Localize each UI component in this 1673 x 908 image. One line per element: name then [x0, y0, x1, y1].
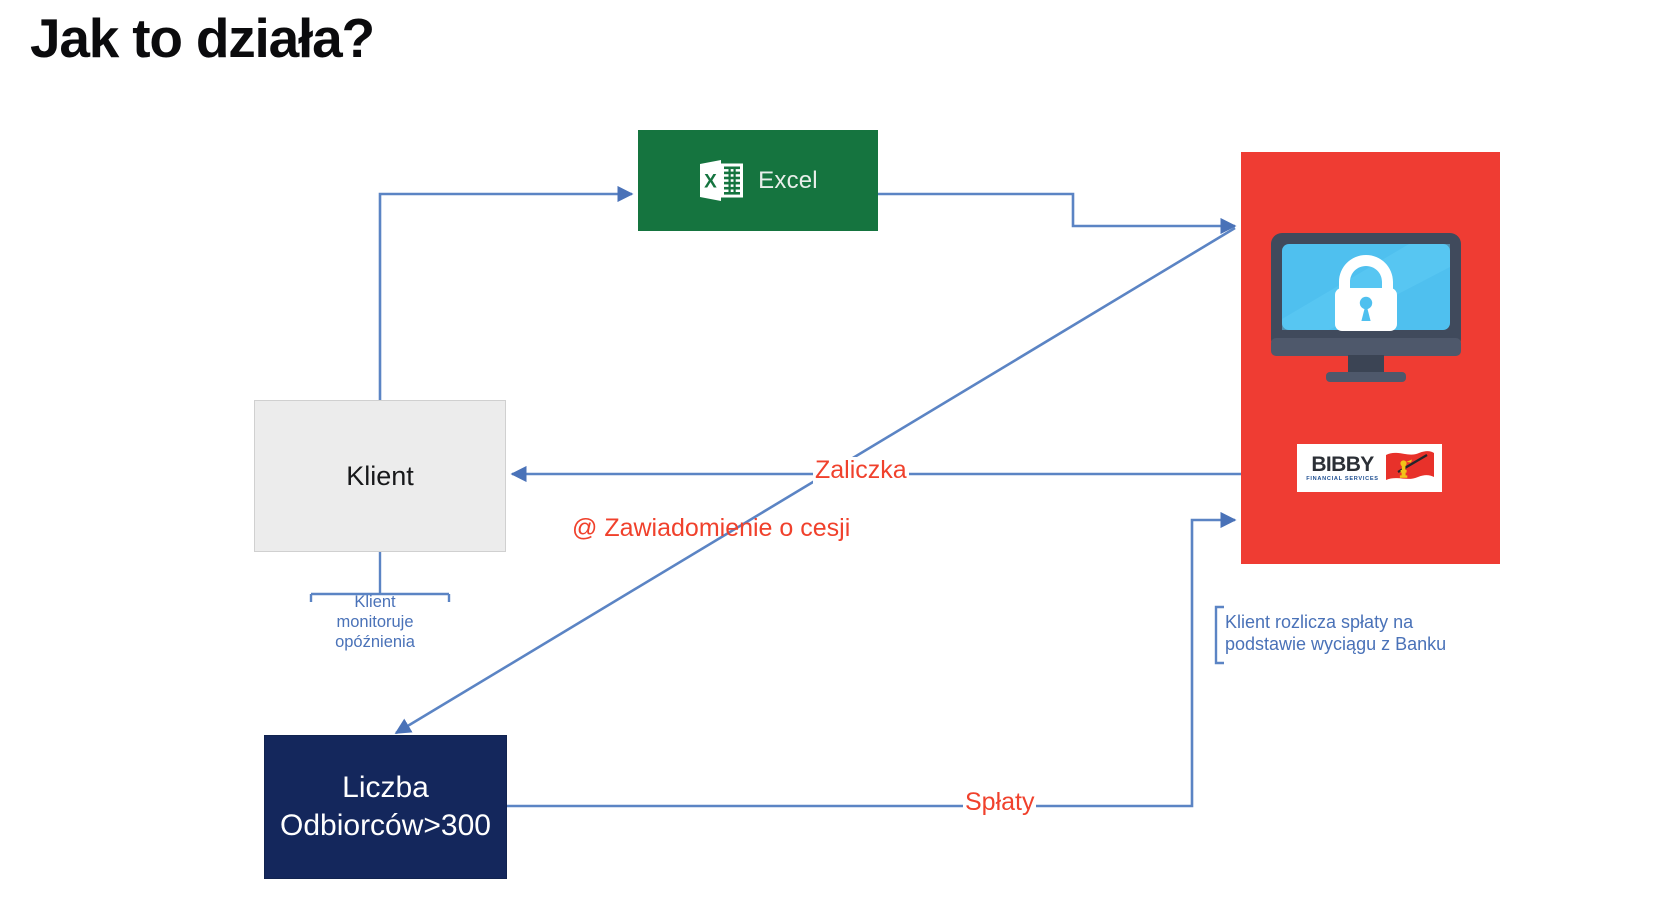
note-bank-line1: Klient rozlicza spłaty na [1225, 612, 1414, 632]
note-klient-line3: opóźnienia [335, 633, 415, 652]
note-bank-settlement: Klient rozlicza spłaty na podstawie wyci… [1225, 612, 1495, 656]
node-excel[interactable]: X Excel [638, 130, 878, 231]
bibby-tagline: FINANCIAL SERVICES [1306, 475, 1379, 482]
excel-label: Excel [758, 166, 818, 194]
liczba-label: Liczba Odbiorców>300 [280, 769, 491, 846]
liczba-label-line1: Liczba [342, 770, 429, 804]
excel-inner: X Excel [698, 157, 818, 204]
node-bank-bibby[interactable]: BIBBY FINANCIAL SERVICES [1241, 152, 1500, 564]
liczba-label-line2: Odbiorców>300 [280, 809, 491, 842]
connector-klient-to-excel [378, 185, 634, 400]
page-title: Jak to działa? [30, 7, 375, 69]
bibby-text-wrap: BIBBY FINANCIAL SERVICES [1302, 454, 1383, 483]
connector-excel-to-bank [878, 192, 1237, 235]
node-klient[interactable]: Klient [254, 400, 506, 552]
note-klient-monitoring: Klient monitoruje opóźnienia [310, 592, 440, 652]
bibby-flag-icon [1383, 448, 1437, 488]
note-bank-line2: podstawie wyciągu z Banku [1225, 633, 1447, 654]
note-klient-line1: Klient [354, 593, 396, 611]
flow-label-zawiadomienie-o-cesji: @ Zawiadomienie o cesji [572, 514, 851, 542]
flow-label-splaty: Spłaty [963, 788, 1037, 817]
note-klient-line2: monitoruje [336, 613, 414, 632]
bracket-bank-note [1214, 605, 1224, 665]
klient-label: Klient [346, 460, 414, 491]
svg-text:X: X [704, 172, 717, 193]
excel-logo-icon: X [698, 157, 745, 204]
bibby-wordmark: BIBBY [1311, 452, 1374, 476]
connector-liczba-to-bank-splaty [507, 511, 1237, 808]
flow-label-zaliczka: Zaliczka [813, 456, 909, 485]
bibby-logo: BIBBY FINANCIAL SERVICES [1297, 444, 1442, 492]
node-liczba-odbiorcow[interactable]: Liczba Odbiorców>300 [264, 735, 507, 879]
monitor-lock-icon [1269, 233, 1463, 388]
